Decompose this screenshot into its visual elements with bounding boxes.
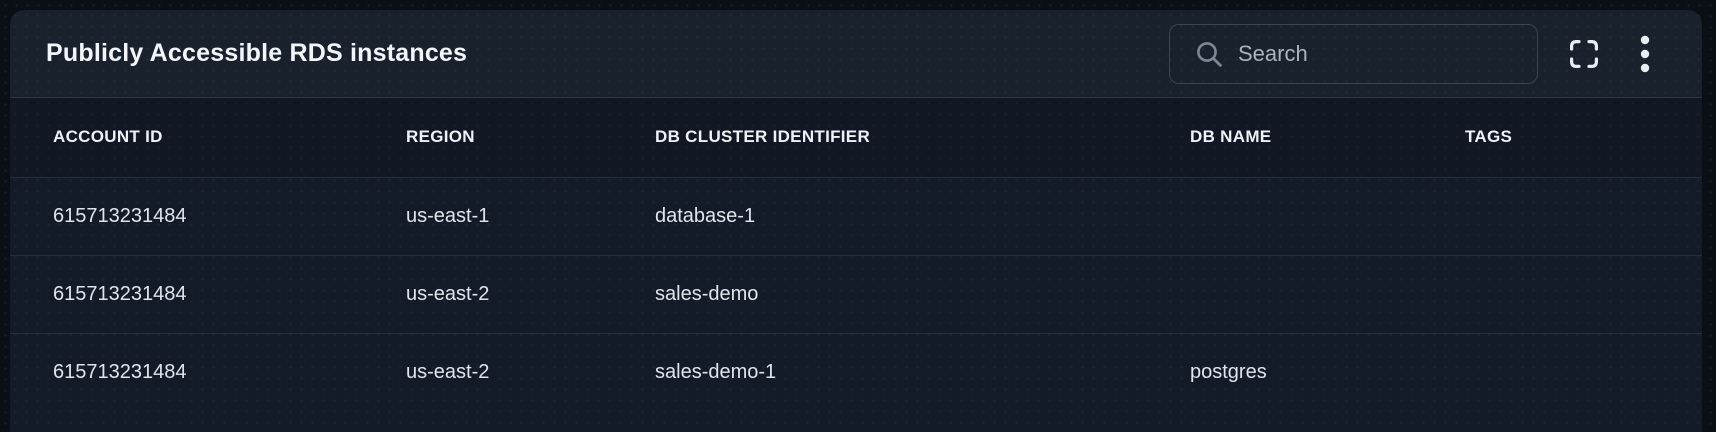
- column-header-region[interactable]: REGION: [406, 98, 655, 177]
- cell-db-name: [1190, 254, 1465, 333]
- column-header-account-id[interactable]: ACCOUNT ID: [10, 98, 406, 177]
- kebab-menu-button[interactable]: [1630, 32, 1660, 76]
- column-header-db-name[interactable]: DB NAME: [1190, 98, 1465, 177]
- search-box[interactable]: [1169, 23, 1538, 84]
- cell-account-id: 615713231484: [10, 332, 406, 411]
- cell-region: us-east-1: [406, 176, 655, 255]
- cell-db-name: postgres: [1190, 332, 1465, 411]
- cell-db-cluster-identifier: sales-demo: [655, 254, 1190, 333]
- column-header-tags[interactable]: TAGS: [1465, 98, 1702, 177]
- panel-titlebar: Publicly Accessible RDS instances: [10, 10, 1702, 98]
- table-header-row: ACCOUNT ID REGION DB CLUSTER IDENTIFIER …: [10, 98, 1702, 177]
- cell-account-id: 615713231484: [10, 176, 406, 255]
- cell-db-cluster-identifier: database-1: [655, 176, 1190, 255]
- cell-tags: [1465, 254, 1702, 333]
- cell-tags: [1465, 176, 1702, 255]
- fullscreen-expand-icon: [1570, 39, 1598, 68]
- rds-instances-table: ACCOUNT ID REGION DB CLUSTER IDENTIFIER …: [10, 98, 1702, 411]
- column-header-db-cluster-identifier[interactable]: DB CLUSTER IDENTIFIER: [655, 98, 1190, 177]
- cell-tags: [1465, 332, 1702, 411]
- search-icon: [1197, 41, 1222, 67]
- rds-instances-panel: Publicly Accessible RDS instances: [10, 10, 1702, 432]
- kebab-menu-icon: [1640, 35, 1650, 72]
- table-header: ACCOUNT ID REGION DB CLUSTER IDENTIFIER …: [10, 98, 1702, 177]
- cell-region: us-east-2: [406, 332, 655, 411]
- fullscreen-expand-button[interactable]: [1564, 34, 1604, 74]
- cell-db-name: [1190, 176, 1465, 255]
- panel-title: Publicly Accessible RDS instances: [46, 39, 468, 67]
- search-input[interactable]: [1238, 40, 1527, 67]
- cell-db-cluster-identifier: sales-demo-1: [655, 332, 1190, 411]
- cell-region: us-east-2: [406, 254, 655, 333]
- cell-account-id: 615713231484: [10, 254, 406, 333]
